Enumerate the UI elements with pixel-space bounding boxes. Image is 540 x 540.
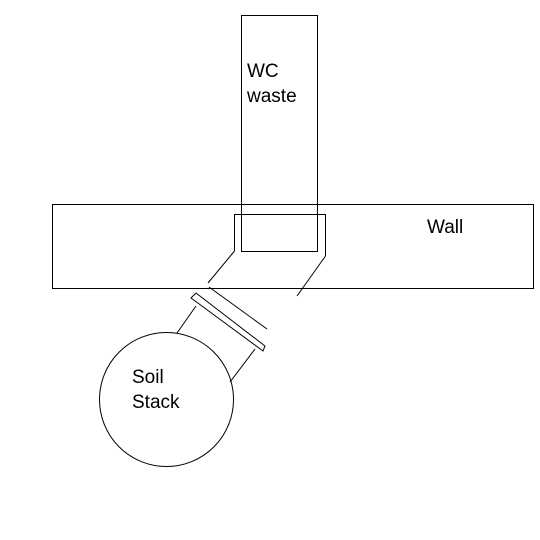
soil-stack-label-line2: Stack [132, 392, 180, 413]
branch-pipe-lower-right [229, 348, 256, 383]
branch-pipe-upper-right [296, 255, 326, 297]
wc-waste-pipe [241, 15, 318, 252]
pipe-connector [234, 214, 326, 256]
wall-shape [52, 204, 534, 289]
pipe-coupling-ring [208, 286, 268, 330]
branch-pipe-lower-left [176, 305, 197, 334]
branch-pipe-upper-left [207, 250, 235, 284]
wc-waste-label-line2: waste [246, 86, 297, 107]
wc-waste-label-line1: WC [247, 61, 279, 82]
pipe-coupling-collar [190, 292, 266, 352]
soil-stack-circle [99, 332, 234, 467]
soil-stack-label-line1: Soil [132, 367, 164, 388]
wall-label: Wall [427, 217, 463, 238]
